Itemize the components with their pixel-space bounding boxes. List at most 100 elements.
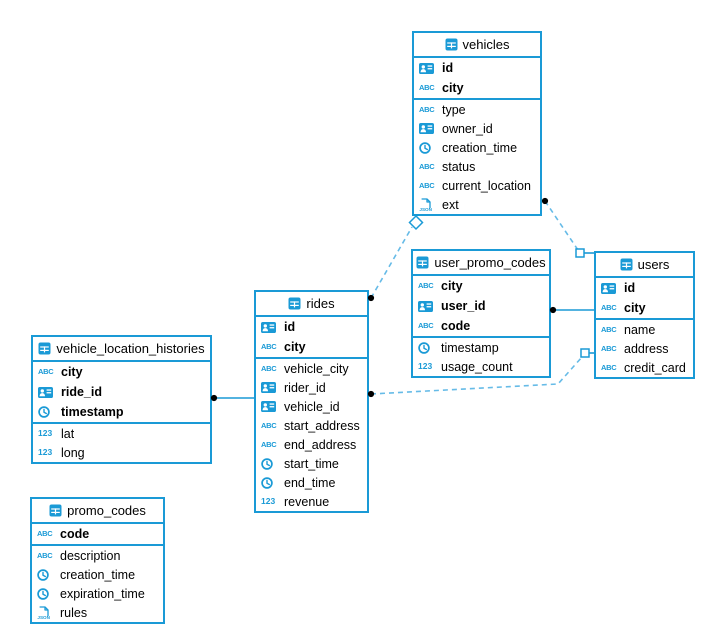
- column-row[interactable]: 123 lat: [33, 424, 210, 443]
- column-name: id: [624, 281, 636, 295]
- column-row[interactable]: timestamp: [413, 338, 549, 357]
- column-row[interactable]: user_id: [413, 296, 549, 316]
- column-row[interactable]: ABC city: [413, 276, 549, 296]
- table-header-vehicle-location-histories[interactable]: vehicle_location_histories: [33, 337, 210, 362]
- column-row[interactable]: ABC city: [33, 362, 210, 382]
- 123-icon: 123: [261, 496, 276, 507]
- column-row[interactable]: ABC current_location: [414, 176, 540, 195]
- key-columns-section: id ABC city: [256, 317, 367, 357]
- column-row[interactable]: 123 usage_count: [413, 357, 549, 376]
- column-name: vehicle_city: [284, 361, 349, 376]
- table-icon: [38, 342, 51, 355]
- abc-icon: ABC: [419, 104, 435, 114]
- column-row[interactable]: vehicle_id: [256, 397, 367, 416]
- column-row[interactable]: ride_id: [33, 382, 210, 402]
- abc-icon: ABC: [601, 303, 617, 313]
- column-row[interactable]: ext: [414, 195, 540, 214]
- column-name: owner_id: [442, 121, 493, 136]
- abc-icon: ABC: [261, 439, 277, 449]
- column-row[interactable]: ABC name: [596, 320, 693, 339]
- abc-icon: ABC: [601, 324, 617, 334]
- column-row[interactable]: ABC type: [414, 100, 540, 119]
- column-name: rules: [60, 605, 88, 620]
- column-row[interactable]: ABC address: [596, 339, 693, 358]
- column-name: ext: [442, 197, 459, 212]
- abc-icon: ABC: [38, 367, 54, 377]
- table-header-user-promo-codes[interactable]: user_promo_codes: [413, 251, 549, 276]
- column-name: timestamp: [61, 405, 124, 419]
- column-row[interactable]: rider_id: [256, 378, 367, 397]
- column-row[interactable]: ABC city: [596, 298, 693, 318]
- column-row[interactable]: id: [414, 58, 540, 78]
- column-name: type: [442, 102, 466, 117]
- column-row[interactable]: expiration_time: [32, 584, 163, 603]
- column-row[interactable]: owner_id: [414, 119, 540, 138]
- column-row[interactable]: ABC vehicle_city: [256, 359, 367, 378]
- column-row[interactable]: creation_time: [32, 565, 163, 584]
- column-row[interactable]: ABC end_address: [256, 435, 367, 454]
- column-row[interactable]: ABC code: [413, 316, 549, 336]
- column-name: city: [624, 301, 646, 315]
- column-row[interactable]: ABC description: [32, 546, 163, 565]
- column-name: status: [442, 159, 476, 174]
- table-vehicle-location-histories[interactable]: vehicle_location_histories ABC city ride…: [31, 335, 212, 464]
- column-name: city: [442, 81, 464, 95]
- table-header-promo-codes[interactable]: promo_codes: [32, 499, 163, 524]
- abc-icon: ABC: [601, 362, 617, 372]
- table-vehicles[interactable]: vehicles id ABC city ABC type owner_id: [412, 31, 542, 216]
- column-row[interactable]: end_time: [256, 473, 367, 492]
- table-header-rides[interactable]: rides: [256, 292, 367, 317]
- column-row[interactable]: ABC credit_card: [596, 358, 693, 377]
- column-name: long: [61, 445, 85, 460]
- table-header-users[interactable]: users: [596, 253, 693, 278]
- table-name: users: [637, 257, 670, 272]
- table-name: vehicle_location_histories: [56, 341, 205, 356]
- id-card-icon: [418, 301, 436, 312]
- columns-section: ABC name ABC address ABC credit_card: [596, 318, 693, 377]
- column-row[interactable]: creation_time: [414, 138, 540, 157]
- column-row[interactable]: ABC city: [256, 337, 367, 357]
- table-promo-codes[interactable]: promo_codes ABC code ABC description cre…: [30, 497, 165, 624]
- abc-icon: ABC: [37, 550, 53, 560]
- id-card-icon: [261, 322, 279, 333]
- column-name: current_location: [442, 178, 531, 193]
- column-name: code: [60, 527, 90, 541]
- column-row[interactable]: start_time: [256, 454, 367, 473]
- table-header-vehicles[interactable]: vehicles: [414, 33, 540, 58]
- column-name: ride_id: [61, 385, 102, 399]
- column-row[interactable]: 123 long: [33, 443, 210, 462]
- relationship-user-promo-codes-users[interactable]: [549, 306, 594, 314]
- key-columns-section: ABC city ride_id timestamp: [33, 362, 210, 422]
- column-row[interactable]: ABC start_address: [256, 416, 367, 435]
- clock-icon: [37, 569, 55, 581]
- column-row[interactable]: id: [256, 317, 367, 337]
- table-user-promo-codes[interactable]: user_promo_codes ABC city user_id ABC co…: [411, 249, 551, 378]
- column-name: usage_count: [441, 359, 513, 374]
- column-row[interactable]: timestamp: [33, 402, 210, 422]
- table-name: promo_codes: [67, 503, 146, 518]
- column-row[interactable]: ABC code: [32, 524, 163, 544]
- column-name: end_address: [284, 437, 357, 452]
- id-card-icon: [419, 63, 437, 74]
- table-users[interactable]: users id ABC city ABC name ABC address A…: [594, 251, 695, 379]
- column-name: rider_id: [284, 380, 326, 395]
- column-name: code: [441, 319, 471, 333]
- relationship-vehicle-location-histories-rides[interactable]: [210, 394, 254, 402]
- column-row[interactable]: ABC status: [414, 157, 540, 176]
- columns-section: ABC description creation_time expiration…: [32, 544, 163, 622]
- columns-section: ABC type owner_id creation_time ABC stat…: [414, 98, 540, 214]
- column-name: creation_time: [60, 567, 136, 582]
- column-name: creation_time: [442, 140, 518, 155]
- id-card-icon: [261, 382, 279, 393]
- table-rides[interactable]: rides id ABC city ABC vehicle_city rider…: [254, 290, 369, 513]
- column-name: timestamp: [441, 340, 499, 355]
- column-name: end_time: [284, 475, 336, 490]
- abc-icon: ABC: [418, 321, 434, 331]
- abc-icon: ABC: [261, 420, 277, 430]
- column-row[interactable]: 123 revenue: [256, 492, 367, 511]
- column-name: id: [284, 320, 296, 334]
- column-row[interactable]: id: [596, 278, 693, 298]
- column-row[interactable]: ABC city: [414, 78, 540, 98]
- column-row[interactable]: rules: [32, 603, 163, 622]
